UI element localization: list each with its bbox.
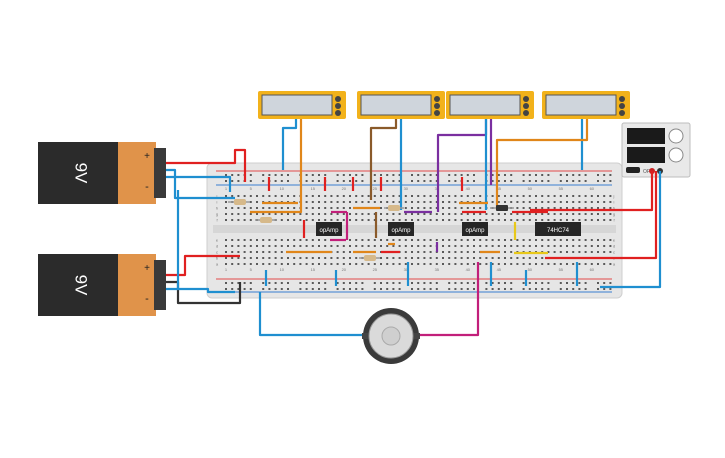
row-letter: e xyxy=(216,238,219,243)
column-number: 25 xyxy=(373,267,378,272)
row-letter: d xyxy=(613,244,615,249)
row-letter: j xyxy=(216,194,218,199)
row-letter: d xyxy=(216,244,218,249)
row-letter: i xyxy=(614,200,615,205)
resistor-4[interactable] xyxy=(359,255,380,261)
row-letter: h xyxy=(216,206,218,211)
chip-label: 74HC74 xyxy=(547,228,570,234)
row-letter: f xyxy=(613,218,615,223)
power-supply[interactable]: OFF xyxy=(621,122,691,178)
column-number: 15 xyxy=(311,186,316,191)
battery-9v-2[interactable]: 9V + - xyxy=(38,254,166,316)
column-number: 60 xyxy=(590,186,595,191)
row-letter: h xyxy=(613,206,615,211)
resistors[interactable] xyxy=(228,199,514,261)
breadboard[interactable]: 1155101015152020252530303535404045455050… xyxy=(206,162,623,299)
column-number: 15 xyxy=(311,267,316,272)
column-number: 45 xyxy=(497,186,502,191)
column-number: 1 xyxy=(225,267,228,272)
row-letter: c xyxy=(613,250,615,255)
ic-74hc74[interactable]: 74HC74 xyxy=(535,222,581,236)
column-number: 60 xyxy=(590,267,595,272)
column-number: 10 xyxy=(280,186,285,191)
power-switch[interactable] xyxy=(626,167,640,173)
column-number: 1 xyxy=(225,186,228,191)
row-letter: a xyxy=(613,262,616,267)
power-switch-label: OFF xyxy=(643,169,653,175)
wires[interactable] xyxy=(166,119,662,337)
battery-9v-1[interactable]: 9V + - xyxy=(38,142,166,204)
ic-opamp-1[interactable]: opAmp xyxy=(316,222,342,236)
row-letter: g xyxy=(216,212,218,217)
column-number: 5 xyxy=(250,186,253,191)
multimeter-4[interactable] xyxy=(542,91,630,119)
battery-plus-label: + xyxy=(144,263,150,274)
ic-opamp-3[interactable]: opAmp xyxy=(462,222,488,236)
column-number: 55 xyxy=(559,186,564,191)
chip-label: opAmp xyxy=(391,228,411,234)
column-number: 10 xyxy=(280,267,285,272)
column-number: 50 xyxy=(528,186,533,191)
battery-plus-label: + xyxy=(144,151,150,162)
ic-opamp-2[interactable]: opAmp xyxy=(388,222,414,236)
battery-label: 9V xyxy=(72,163,91,184)
column-number: 50 xyxy=(528,267,533,272)
multimeter-2[interactable] xyxy=(357,91,445,119)
chip-label: opAmp xyxy=(319,228,339,234)
battery-minus-label: - xyxy=(145,293,149,305)
column-number: 55 xyxy=(559,267,564,272)
multimeter-1[interactable] xyxy=(258,91,346,119)
column-number: 30 xyxy=(404,267,409,272)
column-number: 20 xyxy=(342,186,347,191)
resistor-2[interactable] xyxy=(255,217,276,223)
column-number: 20 xyxy=(342,267,347,272)
row-letter: j xyxy=(613,194,615,199)
column-number: 5 xyxy=(250,267,253,272)
column-number: 25 xyxy=(373,186,378,191)
battery-label: 9V xyxy=(72,275,91,296)
resistor-3[interactable] xyxy=(384,205,404,211)
resistor-1[interactable] xyxy=(228,199,250,205)
row-letter: a xyxy=(216,262,219,267)
column-numbers: 1155101015152020252530303535404045455050… xyxy=(225,186,595,272)
row-letter: i xyxy=(217,200,218,205)
row-letter: g xyxy=(613,212,615,217)
multimeter-3[interactable] xyxy=(446,91,534,119)
chip-label: opAmp xyxy=(465,228,485,234)
column-number: 40 xyxy=(466,267,471,272)
diode[interactable] xyxy=(490,205,514,211)
row-letter: e xyxy=(613,238,616,243)
breadboard-holes[interactable] xyxy=(225,174,612,290)
column-number: 30 xyxy=(404,186,409,191)
row-letter: b xyxy=(216,256,219,261)
piezo-buzzer[interactable] xyxy=(362,308,420,364)
row-letter: c xyxy=(216,250,218,255)
row-letter: f xyxy=(216,218,218,223)
battery-minus-label: - xyxy=(145,181,149,193)
column-number: 40 xyxy=(466,186,471,191)
column-number: 35 xyxy=(435,267,440,272)
column-number: 45 xyxy=(497,267,502,272)
